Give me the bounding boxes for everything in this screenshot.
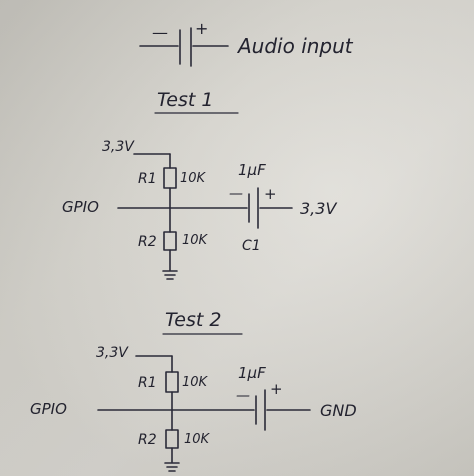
test1-cap-minus: — [229,186,243,202]
test2-r1-value: 10K [182,375,209,390]
audio-input-label: Audio input [236,34,354,58]
test1-cap-value: 1µF [238,161,266,179]
test1-r2-value: 10K [182,233,209,248]
test1-r2-label: R2 [138,234,157,250]
test1-cap-right-label: 3,3V [300,199,337,218]
test1-cap-plus: + [264,185,277,203]
test2-cap-value: 1µF [238,364,266,382]
test1-resistor-r2 [163,231,177,251]
test2-supply-label: 3,3V [96,345,129,361]
test2-cap-plus: + [270,380,283,398]
test2-ground-icon [164,462,180,472]
legend-capacitor-symbol [139,27,229,67]
test2-resistor-r1 [165,371,179,393]
test1-cap-name: C1 [242,238,261,254]
test1-resistor-r1 [163,167,177,189]
test1-circuit-wires [117,153,293,271]
test2-cap-minus: — [236,388,250,404]
test2-r1-label: R1 [138,375,157,391]
test1-r1-label: R1 [138,171,157,187]
test1-ground-icon [162,270,178,280]
test1-gpio-label: GPIO [62,198,99,216]
test1-supply-label: 3,3V [102,139,135,155]
test2-r2-label: R2 [138,432,157,448]
test1-r1-value: 10K [180,171,207,186]
test2-title: Test 2 [165,309,221,331]
test2-cap-right-label: GND [320,401,357,420]
test1-title: Test 1 [157,89,213,111]
test2-r2-value: 10K [184,432,211,447]
legend-plus-sign: + [195,19,208,38]
test2-gpio-label: GPIO [30,400,67,418]
test2-circuit-wires [97,355,311,463]
test2-resistor-r2 [165,429,179,449]
legend-minus-sign: — [152,23,168,42]
